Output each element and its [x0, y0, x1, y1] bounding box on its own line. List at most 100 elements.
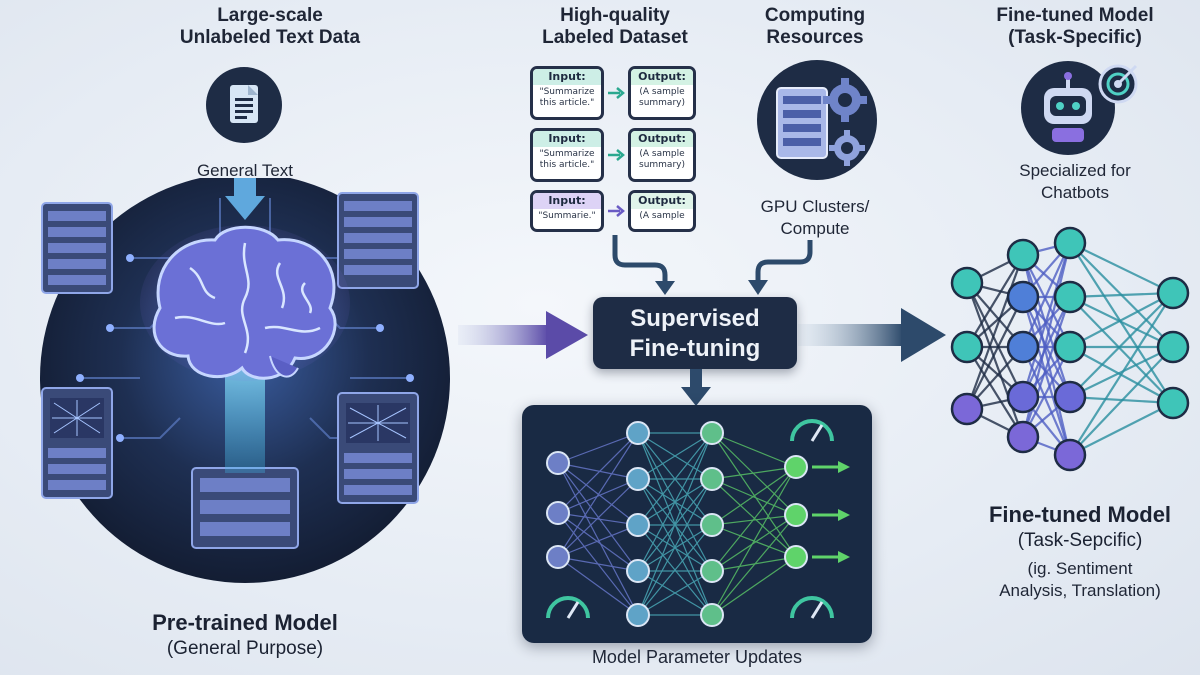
neuron-node — [700, 421, 724, 445]
neuron-node — [1053, 438, 1087, 472]
output-arrow-head — [838, 509, 850, 521]
arrow-right-icon — [608, 87, 625, 99]
sft-title-line1: Supervised — [630, 305, 760, 332]
finetuned-task-subtitle: (Task-Sepcific) — [1017, 530, 1143, 551]
output-card: Output: (A sample summary) — [628, 66, 696, 120]
arrow-right-icon — [608, 149, 625, 161]
neuron-node — [1053, 330, 1087, 364]
connection-line — [711, 514, 797, 526]
neuron-node — [700, 513, 724, 537]
connection-line — [966, 254, 1024, 348]
output-label: Output: — [631, 131, 693, 147]
connection-line — [1021, 296, 1072, 456]
output-text-line: (A sample — [639, 211, 685, 221]
connection-line — [1069, 292, 1174, 456]
connection-line — [965, 282, 1025, 438]
connection-line — [1069, 296, 1174, 348]
neuron-node — [1053, 280, 1087, 314]
neuron-node — [1156, 276, 1190, 310]
connection-line — [637, 432, 713, 480]
connection-line — [557, 462, 639, 572]
connection-line — [966, 282, 1024, 398]
pretrained-model-illustration — [40, 178, 450, 583]
connection-line — [557, 524, 639, 558]
neuron-node — [784, 545, 808, 569]
gear-icon — [823, 78, 867, 122]
connection-line — [557, 478, 639, 558]
output-text: (A sample summary) — [631, 147, 693, 171]
connection-line — [1021, 242, 1072, 348]
connection-line — [1069, 242, 1174, 294]
connection-line — [711, 556, 797, 616]
specialized-chatbots-label-line2: Chatbots — [1040, 183, 1110, 202]
supervised-fine-tuning-box: Supervised Fine-tuning — [593, 297, 797, 369]
document-icon — [204, 65, 284, 145]
output-arrow-head — [838, 461, 850, 473]
neuron-node — [950, 392, 984, 426]
finetuned-chatbot-header-line2: (Task-Specific) — [1008, 27, 1142, 48]
gauge-icon — [546, 596, 590, 619]
input-label: Input: — [533, 69, 601, 85]
connection-line — [1069, 291, 1174, 299]
connection-line — [557, 556, 639, 572]
connection-line — [637, 432, 713, 616]
neuron-node — [1053, 226, 1087, 260]
output-arrow-head — [838, 551, 850, 563]
output-text: (A sample — [631, 209, 693, 222]
connection-line — [557, 432, 639, 514]
finetuned-task-title: Fine-tuned Model — [988, 502, 1172, 527]
input-label: Input: — [533, 193, 601, 209]
computing-resources-header-line2: Resources — [766, 27, 864, 48]
input-text-line: "Summarie." — [538, 211, 596, 221]
pretrained-model-subtitle: (General Purpose) — [166, 638, 324, 659]
dataset-example-1: Input: "Summarize this article." Output:… — [530, 66, 698, 120]
arrow-right-icon — [798, 308, 946, 362]
connection-line — [557, 462, 639, 480]
labeled-dataset-header: High-quality Labeled Dataset — [520, 5, 710, 49]
connection-line — [711, 556, 797, 572]
output-text-line: summary) — [639, 160, 685, 170]
neuron-node — [1006, 330, 1040, 364]
connection-line — [637, 524, 713, 616]
finetuned-network — [950, 226, 1190, 472]
connection-line — [1069, 296, 1174, 404]
neuron-node — [1006, 280, 1040, 314]
connection-line — [637, 478, 713, 616]
neuron-node — [1006, 420, 1040, 454]
finetuned-task-caption: Fine-tuned Model (Task-Sepcific) — [965, 502, 1195, 554]
pretrained-model-title: Pre-trained Model — [152, 610, 338, 635]
brain-icon — [140, 225, 350, 381]
connection-line — [557, 432, 639, 558]
computing-resources-header: Computing Resources — [735, 5, 895, 49]
neuron-node — [626, 603, 650, 627]
connection-line — [557, 512, 639, 526]
neuron-node — [626, 467, 650, 491]
connection-line — [1069, 402, 1174, 456]
labeled-dataset-header-line1: High-quality — [560, 5, 670, 26]
connection-line — [1069, 346, 1174, 456]
parameter-update-network — [546, 419, 850, 627]
connection-line — [711, 466, 797, 616]
dataset-example-2: Input: "Summarize this article." Output:… — [530, 128, 698, 182]
gpu-server-icon — [757, 60, 877, 180]
arrow-right-icon — [608, 205, 625, 217]
connection-line — [711, 432, 797, 558]
connection-line — [637, 570, 713, 616]
connection-line — [557, 462, 639, 616]
finetuned-task-note: (ig. Sentiment Analysis, Translation) — [965, 558, 1195, 602]
connection-line — [1022, 346, 1071, 438]
input-text: "Summarie." — [533, 209, 601, 222]
output-text: (A sample summary) — [631, 85, 693, 109]
input-card: Input: "Summarie." — [530, 190, 604, 232]
connection-line — [711, 466, 797, 572]
connection-line — [1021, 346, 1072, 456]
neuron-node — [626, 559, 650, 583]
connection-line — [1022, 254, 1071, 348]
output-text-line: (A sample — [639, 87, 685, 97]
arrow-right-icon — [458, 311, 588, 359]
input-card: Input: "Summarize this article." — [530, 66, 604, 120]
output-card: Output: (A sample summary) — [628, 128, 696, 182]
unlabeled-data-header: Large-scale Unlabeled Text Data — [140, 5, 400, 49]
neuron-node — [1156, 386, 1190, 420]
server-stack-icon — [41, 192, 419, 549]
